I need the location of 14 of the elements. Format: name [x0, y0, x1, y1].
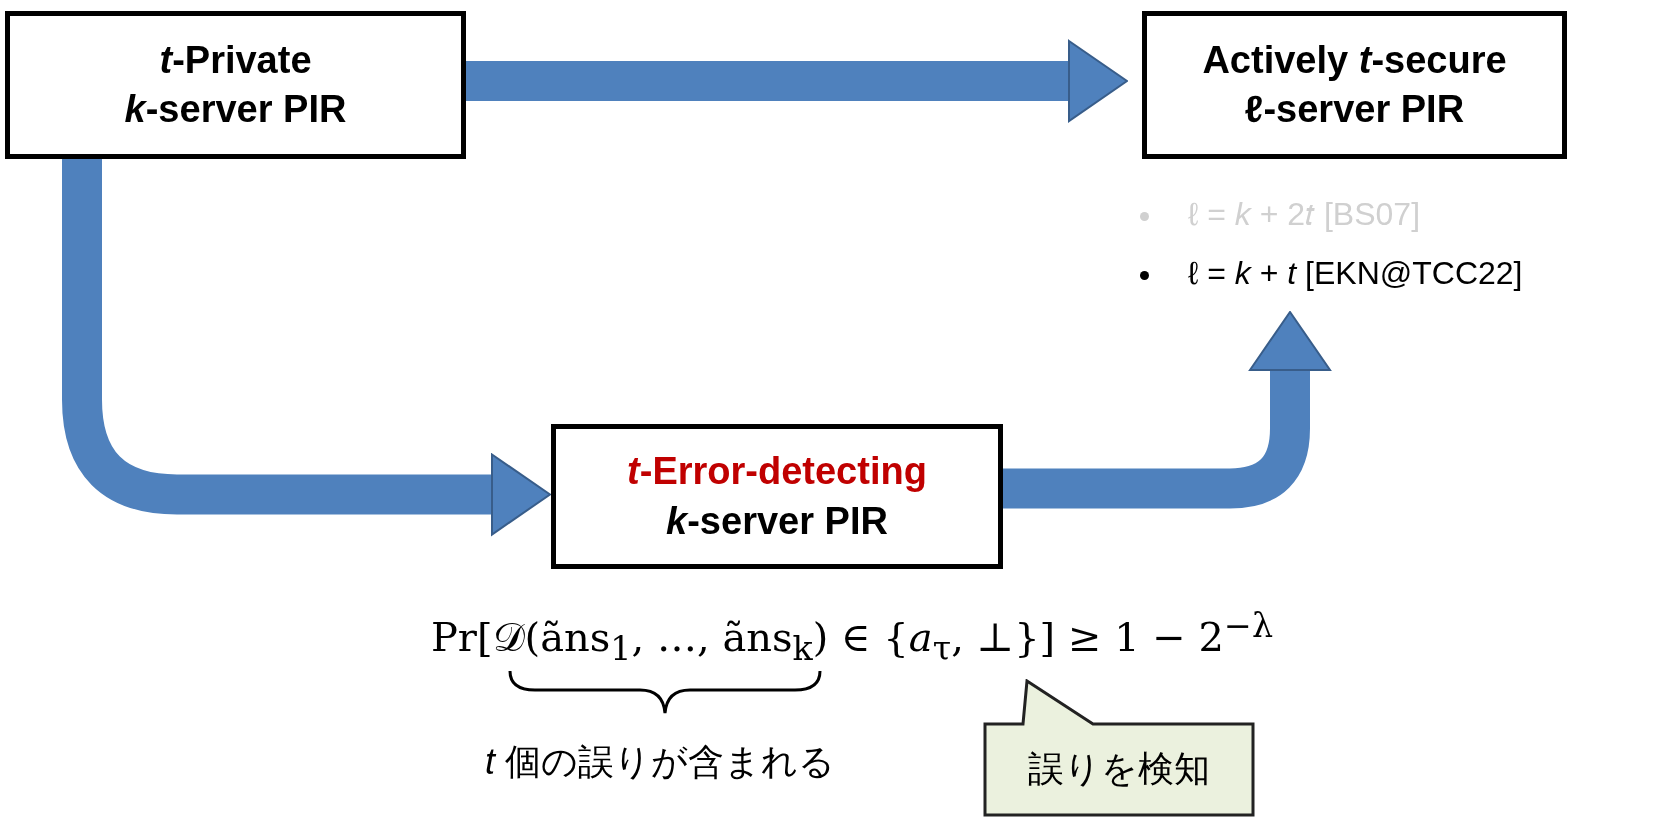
bullet-text: ℓ = k + t [EKN@TCC22]	[1188, 255, 1523, 292]
process-box	[5, 11, 466, 159]
callout-bubble	[983, 679, 1255, 817]
node-text: k-server PIR	[666, 498, 888, 544]
block-arrow	[1003, 311, 1331, 509]
block-arrow	[466, 40, 1128, 122]
block-arrow	[62, 159, 551, 536]
callout-text: 誤りを検知	[1028, 747, 1210, 791]
node-text: t-Private k-server PIR	[123, 37, 348, 132]
formula-text: Pr[𝒟(ãns$_{1}$, …, ãns$_{k}$) ∈ {a$_{τ}$, ⊥}] ≥ 1 − 2$^{−λ}$	[430, 606, 1274, 669]
annotation-text: t 個の誤りが含まれる	[485, 740, 835, 784]
node-text: Actively t-secure ℓ-server PIR	[1201, 37, 1508, 132]
process-box	[551, 424, 1003, 569]
node-text: t-Error-detecting	[627, 449, 927, 495]
